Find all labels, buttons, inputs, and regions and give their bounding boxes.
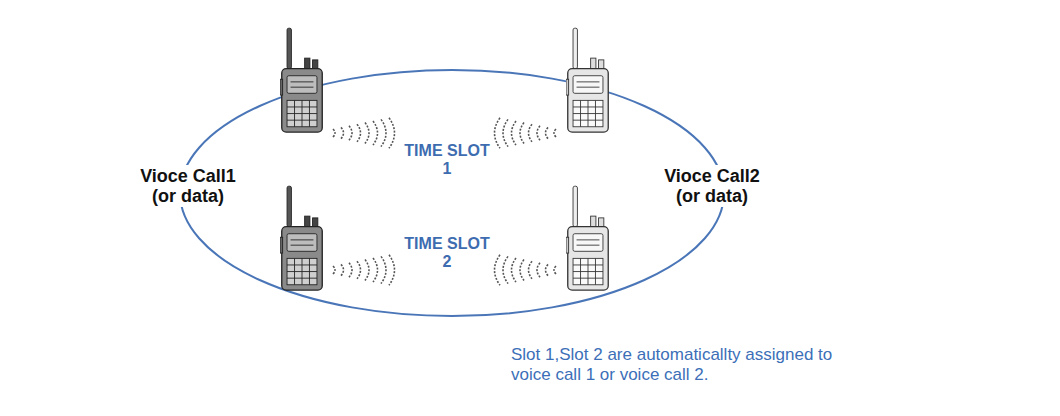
- wave-arc: [341, 127, 344, 138]
- wave-arc: [537, 126, 540, 140]
- radio-waves: [333, 118, 556, 285]
- wave-arc: [520, 123, 524, 144]
- wave-arc: [357, 261, 361, 279]
- slot-label: TIME SLOT 1: [401, 142, 493, 178]
- wave-arc: [546, 127, 549, 138]
- radio-light: [566, 28, 608, 132]
- wave-arc: [512, 258, 517, 282]
- wave-arc: [512, 121, 517, 145]
- network-ellipse: [180, 70, 724, 316]
- wave-arc: [333, 266, 335, 274]
- slot-label: TIME SLOT 2: [401, 235, 493, 271]
- wave-arc: [554, 129, 556, 137]
- wave-arc: [349, 126, 352, 140]
- wave-arc: [373, 258, 378, 282]
- wave-arc: [365, 123, 369, 144]
- call-label: Vioce Call2 (or data): [650, 165, 774, 207]
- wave-arc: [495, 118, 501, 148]
- wave-arc: [381, 119, 386, 146]
- call-label: Vioce Call1 (or data): [126, 165, 250, 207]
- wave-arc: [373, 121, 378, 145]
- radio-dark: [280, 186, 322, 290]
- wave-arc: [333, 129, 335, 137]
- wave-arc: [365, 260, 369, 281]
- wave-arc: [520, 260, 524, 281]
- wave-arc: [389, 118, 395, 148]
- wave-arc: [349, 263, 352, 277]
- wave-arc: [495, 255, 501, 285]
- wave-arc: [503, 256, 508, 283]
- radio-light: [566, 186, 608, 290]
- wave-arc: [341, 264, 344, 275]
- wave-arc: [537, 263, 540, 277]
- radio-dark: [280, 28, 322, 132]
- wave-arc: [546, 264, 549, 275]
- note-text: Slot 1,Slot 2 are automaticallty assigne…: [511, 345, 841, 386]
- wave-arc: [529, 261, 533, 279]
- wave-arc: [357, 124, 361, 142]
- wave-arc: [554, 266, 556, 274]
- wave-arc: [529, 124, 533, 142]
- wave-arc: [389, 255, 395, 285]
- wave-arc: [503, 119, 508, 146]
- wave-arc: [381, 256, 386, 283]
